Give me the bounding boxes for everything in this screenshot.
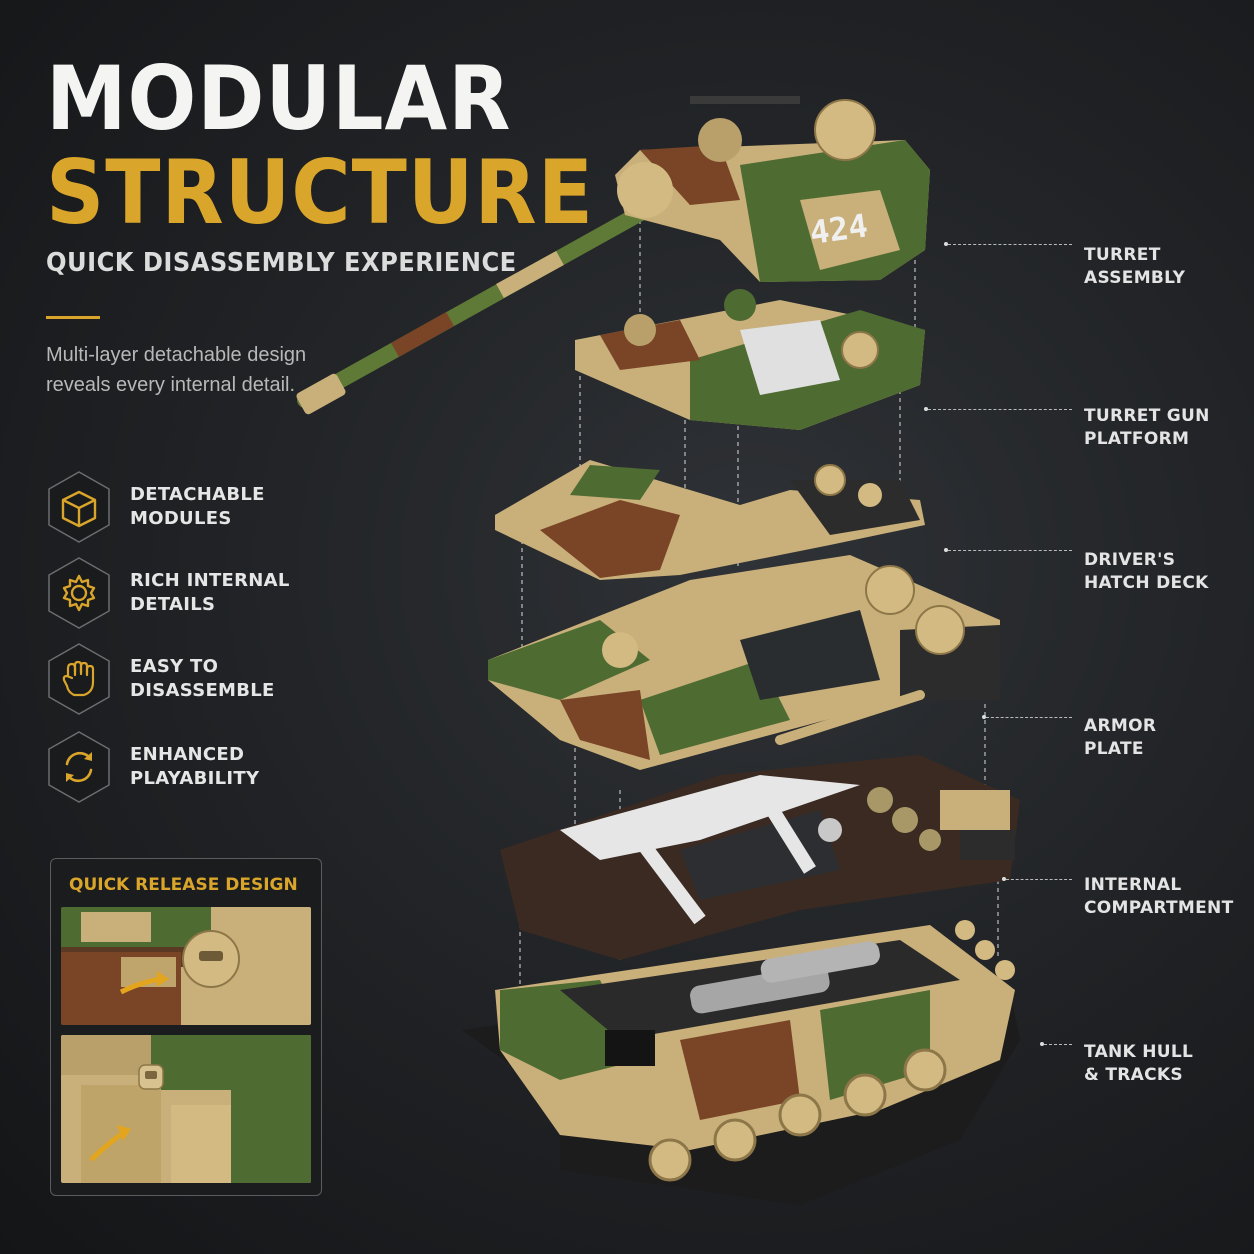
hex-badge [46, 556, 112, 630]
quick-release-title: QUICK RELEASE DESIGN [69, 875, 298, 895]
headline: MODULAR STRUCTURE [46, 52, 594, 240]
feature-rich-internal-details: RICH INTERNAL DETAILS [46, 556, 290, 630]
callout-armor-plate: ARMOR PLATE [1084, 716, 1157, 759]
cube-icon [61, 490, 97, 528]
callout-leader [928, 409, 1072, 410]
quick-release-photo-1 [61, 907, 311, 1025]
hex-badge [46, 470, 112, 544]
callout-leader [1044, 1044, 1072, 1045]
headline-line1: MODULAR [46, 47, 512, 150]
callout-turret-assembly: TURRET ASSEMBLY [1084, 245, 1186, 288]
description: Multi-layer detachable design reveals ev… [46, 344, 307, 396]
callout-leader [986, 717, 1072, 718]
hex-badge [46, 730, 112, 804]
callout-tank-hull-tracks: TANK HULL & TRACKS [1084, 1042, 1194, 1085]
callout-leader [948, 550, 1072, 551]
callout-leader [948, 244, 1072, 245]
feature-enhanced-playability: ENHANCED PLAYABILITY [46, 730, 259, 804]
quick-release-photo-2 [61, 1035, 311, 1183]
feature-label: ENHANCED PLAYABILITY [130, 744, 260, 789]
internal-compartment [500, 755, 1020, 960]
turret-assembly: 424 [296, 96, 930, 415]
feature-label: EASY TO DISASSEMBLE [130, 656, 275, 701]
subtitle: QUICK DISASSEMBLY EXPERIENCE [46, 248, 517, 278]
turret-number: 424 [808, 206, 871, 252]
callout-dot [1040, 1042, 1044, 1046]
turret-gun-platform [575, 289, 925, 430]
feature-label: RICH INTERNAL DETAILS [130, 570, 290, 615]
tank-hull-and-tracks [462, 920, 1020, 1205]
hex-badge [46, 642, 112, 716]
callout-turret-gun-platform: TURRET GUN PLATFORM [1084, 406, 1210, 449]
fist-icon [62, 660, 95, 697]
callout-dot [944, 242, 948, 246]
callout-dot [1002, 877, 1006, 881]
callout-dot [944, 548, 948, 552]
feature-label: DETACHABLE MODULES [130, 484, 265, 529]
accent-divider [46, 316, 100, 319]
gear-icon [62, 574, 96, 612]
quick-release-panel: QUICK RELEASE DESIGN [50, 858, 322, 1196]
callout-dot [982, 715, 986, 719]
callout-internal-compartment: INTERNAL COMPARTMENT [1084, 875, 1234, 918]
feature-easy-to-disassemble: EASY TO DISASSEMBLE [46, 642, 275, 716]
headline-line2: STRUCTURE [46, 141, 594, 244]
refresh-icon [65, 751, 93, 783]
callout-dot [924, 407, 928, 411]
callout-drivers-hatch-deck: DRIVER'S HATCH DECK [1084, 550, 1209, 593]
feature-detachable-modules: DETACHABLE MODULES [46, 470, 265, 544]
armor-plate [488, 555, 1000, 770]
drivers-hatch-deck [495, 460, 925, 580]
callout-leader [1006, 879, 1072, 880]
